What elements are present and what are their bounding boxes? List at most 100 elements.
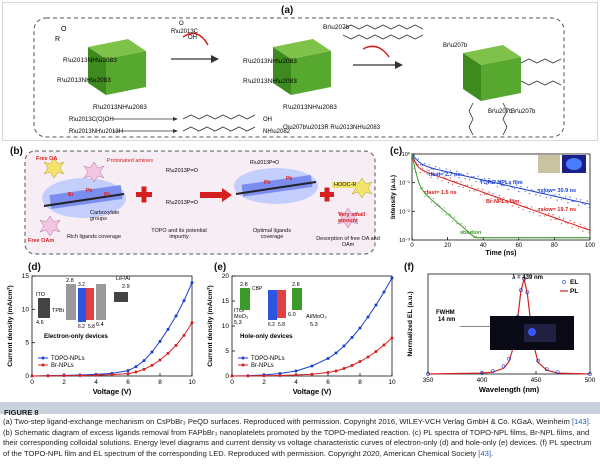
decay-point: [528, 211, 531, 213]
x-tick-label: 40: [480, 243, 487, 249]
film-photo-daylight: [538, 155, 560, 173]
inset-label: 5.8: [278, 322, 285, 328]
data-point: [134, 370, 138, 374]
decay-point: [479, 180, 482, 183]
decay-point: [460, 223, 462, 225]
el-data-point: [507, 356, 511, 361]
decay-point: [490, 198, 492, 200]
decay-point: [445, 168, 447, 170]
legend-label: TOPO-NPLs: [251, 356, 285, 362]
data-point: [310, 372, 314, 376]
decay-point: [462, 186, 464, 189]
reference-link[interactable]: [143]: [571, 417, 589, 426]
decay-point: [515, 184, 518, 186]
decay-point: [436, 177, 439, 180]
y-tick-label: 20: [222, 273, 230, 280]
decay-point: [434, 165, 437, 168]
decay-point: [424, 195, 426, 198]
inset-label: 5.3: [234, 320, 242, 326]
y-axis-label: Current density (mA/cm²): [207, 285, 214, 367]
annotation: τfast= 2.7 ns: [428, 172, 461, 178]
decay-point: [507, 202, 509, 204]
decay-point: [462, 230, 464, 232]
decay-point: [496, 186, 499, 188]
nanocrystal-cube-3: [463, 45, 521, 101]
decay-point: [543, 215, 546, 217]
decay-point: [419, 164, 422, 166]
inset-label: 5.3: [310, 322, 318, 328]
decay-point: [432, 197, 435, 200]
decay-point: [501, 184, 503, 187]
decay-point: [588, 231, 590, 234]
data-point: [126, 372, 130, 376]
reference-link[interactable]: [43]: [478, 448, 491, 458]
svg-text:Br\u207b: Br\u207b: [443, 43, 468, 49]
data-point: [142, 359, 146, 363]
decay-point: [503, 185, 505, 187]
decay-point: [569, 220, 571, 222]
plot-frame: [427, 273, 591, 375]
decay-point: [456, 181, 458, 183]
annotation: τslow= 30.9 ns: [538, 188, 576, 194]
data-point: [382, 343, 386, 347]
decay-point: [477, 187, 479, 190]
free-oa-label: Free OA: [36, 156, 58, 162]
x-tick-label: 0: [410, 243, 414, 249]
data-point: [350, 336, 354, 339]
npl-bar-red: [277, 290, 286, 318]
y-tick-label: 10: [222, 323, 230, 330]
svg-text:R\u2013NH\u2083: R\u2013NH\u2083: [57, 77, 111, 84]
carboxylate-groups-label: Carboxylate groups: [90, 210, 120, 223]
decay-point: [486, 183, 488, 185]
svg-text:R\u2013P=O: R\u2013P=O: [166, 200, 199, 206]
decay-point: [577, 204, 580, 206]
data-point: [30, 374, 34, 378]
decay-point: [545, 196, 548, 199]
decay-point: [575, 198, 578, 200]
legend-marker: [241, 363, 245, 367]
svg-text:O: O: [61, 26, 67, 33]
data-point: [62, 374, 66, 378]
decay-point: [443, 207, 445, 209]
decay-point: [456, 223, 458, 225]
panel-b-label: (b): [10, 146, 23, 157]
inset-label: 4.6: [36, 320, 44, 326]
y-tick-label: 0: [225, 373, 229, 380]
decay-point: [548, 213, 550, 215]
inset-label: 2.8: [240, 282, 248, 288]
data-point: [366, 355, 370, 359]
topo-label: TOPO and its potential impurity: [151, 228, 207, 241]
svg-text:Pb: Pb: [264, 180, 270, 186]
svg-text:NH\u2082: NH\u2082: [263, 129, 291, 135]
decay-point: [473, 190, 475, 192]
svg-text:Pb: Pb: [104, 192, 110, 198]
fwhm-value: 14 nm: [438, 317, 455, 323]
panel-a-schematic: OR R\u2013NH\u2083 R\u2013NH\u2083 R\u20…: [33, 17, 565, 138]
annotation: solution: [460, 230, 482, 236]
npl-bar-blue: [268, 290, 277, 320]
x-tick-label: 10: [188, 379, 196, 386]
decay-point: [558, 216, 561, 218]
fwhm-label: FWHM: [436, 310, 455, 316]
decay-point: [494, 180, 497, 182]
nanocrystal-cube-2: [273, 39, 331, 95]
x-tick-label: 100: [585, 243, 596, 249]
svg-text:Br\u207b: Br\u207b: [323, 24, 350, 31]
legend-marker: [41, 356, 45, 360]
svg-text:OH: OH: [263, 117, 272, 123]
svg-text:R\u2013C: R\u2013C: [171, 29, 199, 35]
decay-point: [552, 213, 554, 216]
tpbi-layer-2: [96, 284, 106, 320]
decay-fit: [411, 153, 591, 205]
decay-point: [473, 237, 475, 239]
decay-point: [567, 223, 569, 225]
el-data-point: [490, 369, 495, 374]
inset-label: ITO/: [234, 308, 245, 314]
decay-point: [580, 223, 582, 226]
decay-point: [421, 167, 424, 169]
decay-point: [501, 201, 503, 204]
svg-text:R\u2013NH\u2083: R\u2013NH\u2083: [93, 104, 147, 111]
decay-point: [554, 194, 556, 196]
data-point: [294, 369, 298, 373]
